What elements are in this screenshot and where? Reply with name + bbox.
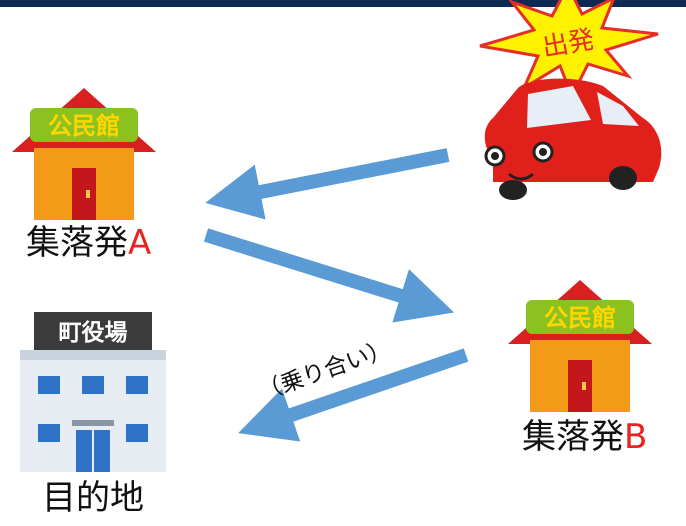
ride-share-label: （乗り合い） [255,336,394,406]
hall-b-label-suffix: B [624,417,648,457]
hall-a-label-suffix: A [128,223,152,263]
hall-b-sign [526,300,634,334]
town-hall-sign-text: 町役場 [59,320,128,346]
start-burst: 出発 [479,0,659,100]
car-rear-window-icon [597,92,639,126]
hall-a-label-prefix: 集落発 [26,223,128,263]
hall-a-sign [30,108,138,142]
car-wheel-rear-icon [609,166,637,190]
arrow-hall-a-to-hall-b [203,228,455,323]
hall-a-label: 集落発A [26,226,151,260]
car-window-icon [527,86,591,128]
town-hall-label: 目的地 [42,478,144,518]
arrow-car-to-hall-a [205,148,450,220]
hall-b-label: 集落発B [522,420,647,454]
car-icon [484,78,662,200]
arrow-hall-b-to-town-hall [238,348,469,442]
hall-a-icon: 公民館 [12,88,156,220]
hall-b-label-prefix: 集落発 [522,417,624,457]
top-bar [0,0,686,7]
car-wheel-front-icon [499,180,527,200]
hall-b-sign-text: 公民館 [544,304,616,332]
town-hall-icon: 町役場 [20,312,166,472]
hall-b-icon: 公民館 [508,280,652,412]
hall-a-sign-text: 公民館 [48,112,120,140]
town-hall-sign [34,312,152,350]
car-smile-icon [508,172,534,181]
